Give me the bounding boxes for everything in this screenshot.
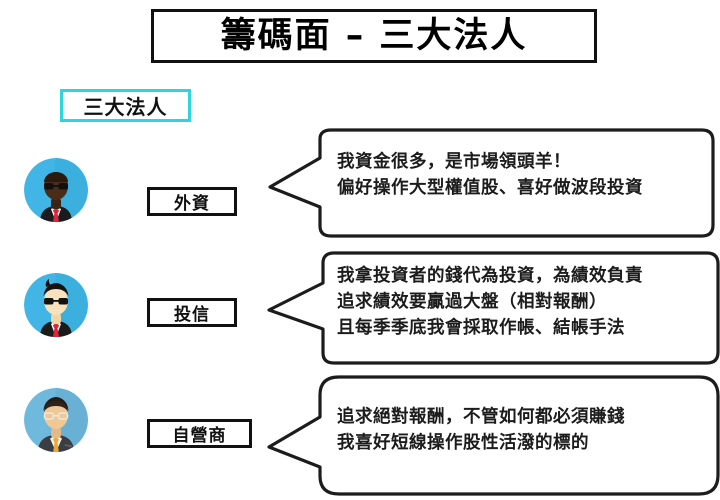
list-item: 自營商 追求絕對報酬，不管如何都必須賺錢 我喜好短線操作股性活潑的標的 xyxy=(0,372,720,496)
bubble-text-proprietary: 追求絕對報酬，不管如何都必須賺錢 我喜好短線操作股性活潑的標的 xyxy=(337,404,717,456)
role-label: 外資 xyxy=(174,194,210,214)
bubble-line: 我喜好短線操作股性活潑的標的 xyxy=(337,433,589,453)
list-item: 投信 我拿投資者的錢代為投資，為績效負責 追求績效要贏過大盤（相對報酬） 且每季… xyxy=(0,248,720,366)
section-label: 三大法人 xyxy=(83,95,168,119)
bubble-line: 偏好操作大型權值股、喜好做波段投資 xyxy=(337,178,643,198)
section-label-box: 三大法人 xyxy=(60,89,191,122)
bubble-text-foreign: 我資金很多，是市場領頭羊！ 偏好操作大型權值股、喜好做波段投資 xyxy=(337,149,717,201)
speech-bubble-trust: 我拿投資者的錢代為投資，為績效負責 追求績效要贏過大盤（相對報酬） 且每季季底我… xyxy=(265,247,720,369)
role-label-box-trust: 投信 xyxy=(147,298,237,327)
page-title: 籌碼面 – 三大法人 xyxy=(220,15,528,56)
bubble-line: 我拿投資者的錢代為投資，為績效負責 xyxy=(337,266,643,286)
foreign-investor-avatar xyxy=(24,158,88,222)
bubble-line: 追求績效要贏過大盤（相對報酬） xyxy=(337,292,607,312)
page-title-box: 籌碼面 – 三大法人 xyxy=(151,9,597,63)
role-label: 自營商 xyxy=(172,426,227,446)
investment-trust-avatar xyxy=(24,273,88,337)
proprietary-trader-avatar xyxy=(24,388,88,452)
speech-bubble-foreign: 我資金很多，是市場領頭羊！ 偏好操作大型權值股、喜好做波段投資 xyxy=(265,125,715,241)
bubble-line: 且每季季底我會採取作帳、結帳手法 xyxy=(337,318,625,338)
bubble-line: 我資金很多，是市場領頭羊！ xyxy=(337,152,571,172)
role-label: 投信 xyxy=(174,305,210,325)
bubble-text-trust: 我拿投資者的錢代為投資，為績效負責 追求績效要贏過大盤（相對報酬） 且每季季底我… xyxy=(337,263,717,341)
role-label-box-proprietary: 自營商 xyxy=(147,419,252,448)
role-label-box-foreign: 外資 xyxy=(147,187,237,216)
list-item: 外資 我資金很多，是市場領頭羊！ 偏好操作大型權值股、喜好做波段投資 xyxy=(0,128,720,238)
bubble-line: 追求絕對報酬，不管如何都必須賺錢 xyxy=(337,407,625,427)
speech-bubble-proprietary: 追求絕對報酬，不管如何都必須賺錢 我喜好短線操作股性活潑的標的 xyxy=(265,371,720,499)
